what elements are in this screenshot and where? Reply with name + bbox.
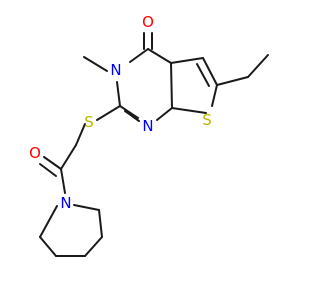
bond bbox=[98, 209, 103, 238]
atom-label-oxygen: O bbox=[142, 13, 154, 31]
bond bbox=[147, 48, 172, 64]
bond bbox=[247, 54, 269, 78]
bond bbox=[171, 107, 207, 114]
bond bbox=[60, 168, 66, 194]
molecule-structure: O N N S S O N bbox=[29, 13, 269, 257]
bonds bbox=[39, 32, 269, 257]
bond bbox=[170, 57, 204, 64]
bond bbox=[119, 105, 139, 119]
bond bbox=[170, 62, 173, 109]
atom-label-oxygen: O bbox=[29, 144, 41, 162]
atom-label-nitrogen: N bbox=[142, 117, 153, 135]
bond bbox=[116, 81, 121, 107]
bond bbox=[129, 48, 149, 63]
atom-label-nitrogen: N bbox=[60, 194, 71, 212]
atom-labels: O N N S S O N bbox=[29, 13, 212, 212]
bond bbox=[216, 76, 249, 86]
atom-label-sulfur: S bbox=[202, 111, 212, 129]
bond bbox=[84, 236, 103, 257]
atom-label-nitrogen: N bbox=[110, 61, 121, 79]
bond bbox=[211, 84, 218, 107]
bond bbox=[96, 105, 121, 121]
bond bbox=[75, 123, 86, 146]
bond bbox=[124, 110, 140, 122]
bond bbox=[73, 204, 100, 211]
bond bbox=[202, 57, 218, 86]
bond bbox=[60, 144, 77, 170]
atom-label-sulfur: S bbox=[84, 113, 94, 131]
bond bbox=[83, 56, 108, 72]
bond bbox=[39, 205, 58, 238]
bond bbox=[43, 156, 62, 170]
bond bbox=[156, 107, 173, 121]
bond bbox=[39, 236, 57, 257]
bond bbox=[196, 63, 210, 87]
bond bbox=[39, 163, 57, 177]
